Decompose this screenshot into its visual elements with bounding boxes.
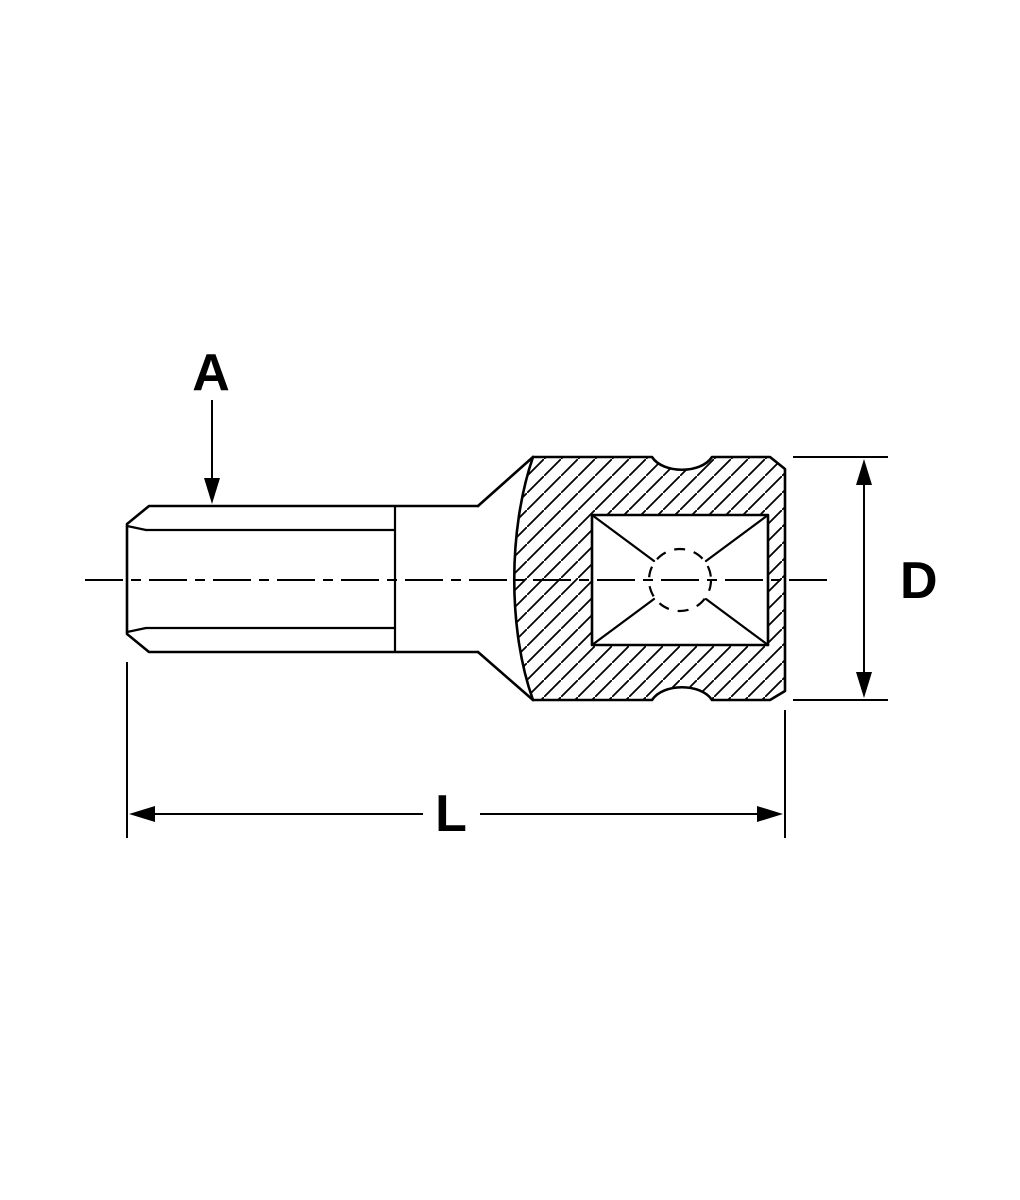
dimension-l-arrowhead-left <box>129 806 155 822</box>
dimension-d-arrowhead-bottom <box>856 672 872 698</box>
square-drive-hole <box>590 513 770 647</box>
square-drive-corner-chamfer-lines <box>590 513 770 647</box>
dimension-d-arrowhead-top <box>856 459 872 485</box>
dimension-a-arrowhead <box>204 478 220 504</box>
socket-front-cone-curve <box>512 455 535 702</box>
socket-taper-bottom-line <box>476 650 535 702</box>
socket-hatch-region <box>514 457 785 700</box>
dimension-d-label: D <box>900 552 938 610</box>
socket-taper-top-line <box>476 455 535 508</box>
hex-shank-outline <box>125 504 480 654</box>
dimension-a-label: A <box>192 344 230 402</box>
dimension-l-label: L <box>435 785 467 843</box>
hex-shank-chamfer-top-line <box>125 524 148 532</box>
socket-body-outline <box>531 455 787 702</box>
hex-shank-chamfer-bottom-line <box>125 626 148 634</box>
dimension-l-arrowhead-right <box>757 806 783 822</box>
